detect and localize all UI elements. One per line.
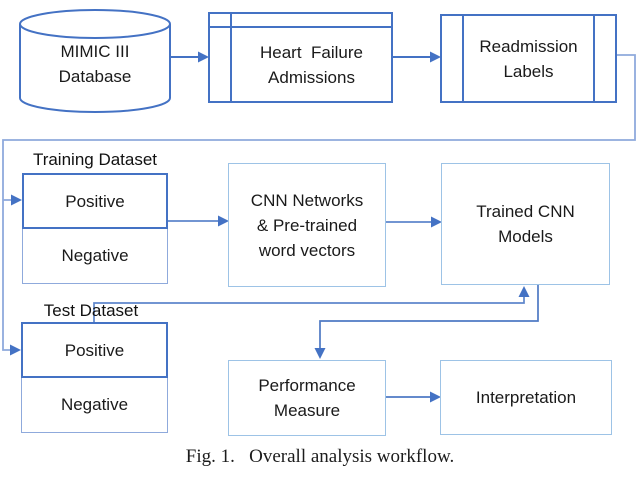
- arrow-cnn-to-trained: [386, 216, 442, 228]
- node-training-positive: Positive: [22, 173, 168, 229]
- test-positive-label: Positive: [64, 340, 125, 360]
- performance-measure-label: Performance Measure: [258, 376, 356, 420]
- test-negative-label: Negative: [60, 395, 129, 414]
- heart-failure-admissions-label: Heart Failure Admissions: [260, 42, 363, 87]
- node-readmission-labels: Readmission Labels: [440, 14, 617, 103]
- test-dataset-title: Test Dataset: [43, 301, 139, 320]
- connector-trained-to-performance: [314, 285, 539, 359]
- mimic-database-label: MIMIC III Database: [58, 42, 132, 86]
- training-positive-label: Positive: [65, 191, 125, 211]
- arrow-training-to-cnn: [168, 215, 229, 227]
- node-trained-cnn-models: Trained CNN Models: [441, 163, 610, 285]
- readmission-labels-label: Readmission Labels: [479, 36, 578, 81]
- inner-right-bar: [593, 16, 595, 101]
- inner-left-bar: [230, 14, 232, 101]
- node-test-positive: Positive: [21, 322, 168, 378]
- node-training-negative: Negative: [22, 227, 168, 284]
- arrow-mimic-to-heart-failure: [170, 51, 209, 63]
- node-test-negative: Negative: [21, 376, 168, 433]
- node-performance-measure: Performance Measure: [228, 360, 386, 436]
- inner-top-bar: [210, 26, 391, 28]
- interpretation-label: Interpretation: [475, 388, 577, 407]
- node-interpretation: Interpretation: [440, 360, 612, 435]
- arrow-performance-to-interpretation: [386, 391, 441, 403]
- connector-readmission-to-datasets: [2, 54, 636, 356]
- figure-caption: Fig. 1. Overall analysis workflow.: [185, 446, 455, 467]
- node-heart-failure-admissions: Heart Failure Admissions: [208, 12, 393, 103]
- arrow-heart-failure-to-readmission: [393, 51, 441, 63]
- database-cylinder-shape: [19, 9, 171, 113]
- training-negative-label: Negative: [61, 246, 129, 265]
- training-dataset-title: Training Dataset: [32, 150, 158, 169]
- trained-cnn-models-label: Trained CNN Models: [476, 202, 575, 246]
- cnn-networks-label: CNN Networks & Pre-trained word vectors: [250, 190, 364, 260]
- connector-test-to-trained: [93, 286, 530, 322]
- node-mimic-database: MIMIC III Database: [25, 38, 165, 90]
- inner-left-bar: [462, 16, 464, 101]
- node-cnn-networks: CNN Networks & Pre-trained word vectors: [228, 163, 386, 287]
